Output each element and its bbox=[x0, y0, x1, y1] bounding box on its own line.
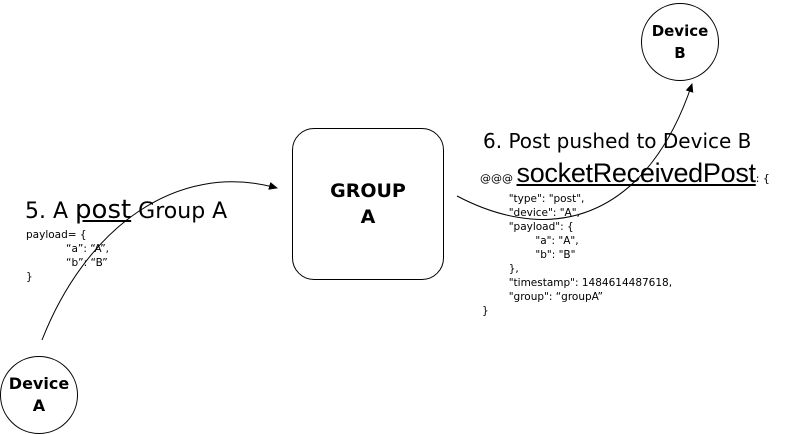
step5-verb: post bbox=[75, 195, 132, 225]
step5-title: 5. A post Group A bbox=[25, 195, 227, 225]
group-a-label: GROUP bbox=[330, 180, 406, 202]
device-a-label: Device bbox=[8, 374, 70, 393]
group-a-id: A bbox=[360, 206, 376, 228]
step5-prefix: 5. A bbox=[25, 199, 76, 224]
socket-event-name: socketReceivedPost bbox=[516, 158, 757, 188]
group-a-node: GROUP A bbox=[292, 128, 444, 280]
device-b-id: B bbox=[674, 44, 686, 62]
device-b-label: Device bbox=[651, 22, 709, 40]
socket-open-brace: : { bbox=[755, 172, 770, 185]
device-a-id: A bbox=[32, 396, 46, 415]
step6-title: 6. Post pushed to Device B bbox=[483, 129, 752, 153]
step5-suffix: Group A bbox=[131, 199, 228, 224]
device-a-node: Device A bbox=[0, 356, 78, 434]
step5-payload: payload= { “a”: “A”, “b”: “B” } bbox=[26, 229, 109, 283]
device-b-node: Device B bbox=[641, 3, 719, 81]
socket-event-line: @@@ socketReceivedPost: { bbox=[480, 158, 770, 189]
step6-payload: "type": "post", "device": "A", "payload"… bbox=[482, 193, 673, 317]
arrow-device-a-to-group-a bbox=[41, 181, 278, 341]
socket-prefix: @@@ bbox=[480, 172, 517, 185]
arrow-group-a-to-device-b bbox=[456, 83, 694, 220]
